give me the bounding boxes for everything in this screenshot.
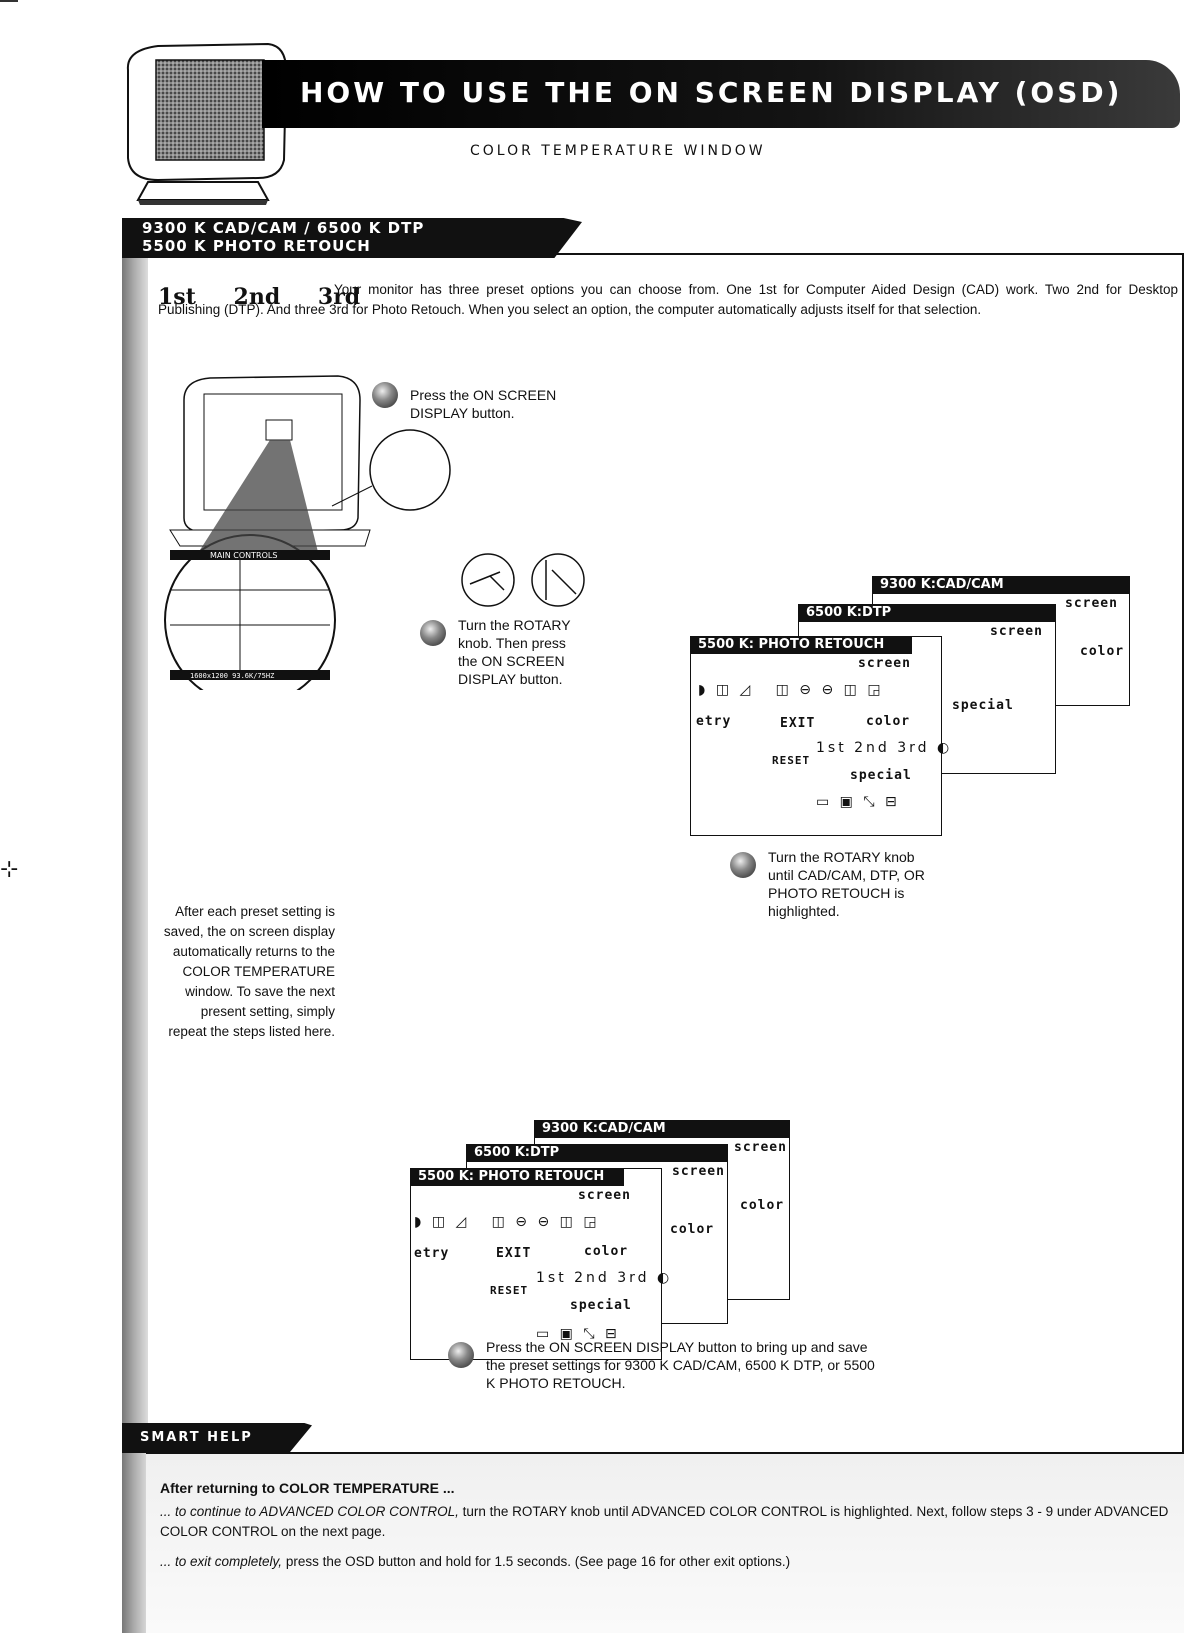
osd-color-icons: 1st 2nd 3rd ◐ bbox=[816, 740, 953, 756]
osd-label-special: special bbox=[952, 698, 1014, 713]
step-1-text: Press the ON SCREEN DISPLAY button. bbox=[410, 387, 557, 421]
section-tab bbox=[122, 218, 582, 258]
osd-label-special: special bbox=[850, 768, 912, 783]
osd-label-screen: screen bbox=[858, 656, 911, 671]
osd-window-5500 bbox=[410, 1168, 662, 1360]
step-3-text: Turn the ROTARY knob until CAD/CAM, DTP,… bbox=[768, 849, 925, 919]
osd-label-geometry: etry bbox=[414, 1246, 450, 1261]
osd-label-screen: screen bbox=[1065, 596, 1118, 611]
smart-help-box bbox=[146, 1452, 1184, 1633]
rotary-knob-icon bbox=[461, 553, 585, 607]
osd-label-special: special bbox=[570, 1298, 632, 1313]
smart-help-heading: After returning to COLOR TEMPERATURE ... bbox=[160, 1480, 455, 1496]
resolution-label: 1600x1200 93.6K/75HZ bbox=[190, 672, 274, 680]
osd-label-screen: screen bbox=[734, 1140, 787, 1155]
osd-label-color: color bbox=[740, 1198, 785, 1213]
osd-screen-icons: ◗ ◫ ◿ ◫ ⊖ ⊖ ◫ ◲ bbox=[414, 1214, 600, 1230]
preset-glyphs: 1st 2nd 3rd bbox=[158, 284, 390, 310]
osd-title-9300: 9300 K:CAD/CAM bbox=[872, 576, 1130, 594]
osd-label-screen: screen bbox=[672, 1164, 725, 1179]
osd-special-icons: ▭ ▣ ⤡ ⊟ bbox=[536, 1326, 620, 1342]
page-title: HOW TO USE THE ON SCREEN DISPLAY (OSD) bbox=[300, 76, 1123, 109]
smart-help-line-1: ... to continue to ADVANCED COLOR CONTRO… bbox=[160, 1504, 1169, 1539]
step-2-icon bbox=[420, 620, 446, 646]
osd-label-color: color bbox=[670, 1222, 715, 1237]
preset-1-icon: 1st bbox=[158, 284, 196, 310]
monitor-illustration bbox=[126, 42, 288, 205]
preset-2-icon: 2nd bbox=[233, 284, 281, 310]
osd-title-5500: 5500 K: PHOTO RETOUCH bbox=[410, 1168, 624, 1186]
page-subtitle: COLOR TEMPERATURE WINDOW bbox=[470, 143, 766, 159]
osd-label-screen: screen bbox=[578, 1188, 631, 1203]
osd-label-color: color bbox=[866, 714, 911, 729]
osd-window-5500 bbox=[690, 636, 942, 836]
section-title: 9300 K CAD/CAM / 6500 K DTP 5500 K PHOTO… bbox=[142, 219, 425, 255]
smart-help-tab bbox=[122, 1423, 312, 1453]
step-2-text: Turn the ROTARY knob. Then press the ON … bbox=[458, 617, 571, 687]
smart-help-title: SMART HELP bbox=[140, 1430, 253, 1445]
osd-label-color: color bbox=[584, 1244, 629, 1259]
osd-exit-label: EXIT bbox=[496, 1246, 532, 1261]
osd-window-stack-2: 9300 K:CAD/CAM screen 6500 K:DTP screen … bbox=[410, 1120, 790, 1360]
osd-title-9300: 9300 K:CAD/CAM bbox=[534, 1120, 790, 1138]
osd-exit-label: EXIT bbox=[780, 716, 816, 731]
smart-help-line-2: ... to exit completely, press the OSD bu… bbox=[160, 1554, 791, 1569]
registration-mark: ⊹ bbox=[0, 856, 19, 881]
osd-window-stack-1: 9300 K:CAD/CAM screen 6500 K:DTP screen … bbox=[690, 576, 1140, 836]
step-1-icon bbox=[372, 382, 398, 408]
monitor-step-illustration: MAIN CONTROLS 1600x1200 93.6K/75HZ bbox=[164, 375, 451, 690]
step-4-text: Press the ON SCREEN DISPLAY button to br… bbox=[486, 1339, 875, 1391]
osd-label-geometry: etry bbox=[696, 714, 732, 729]
osd-screen-icons: ◗ ◫ ◿ ◫ ⊖ ⊖ ◫ ◲ bbox=[698, 682, 884, 698]
step-4-icon bbox=[448, 1342, 474, 1368]
osd-title-6500: 6500 K:DTP bbox=[798, 604, 1056, 622]
crop-mark bbox=[0, 0, 18, 2]
osd-color-icons: 1st 2nd 3rd ◐ bbox=[536, 1270, 673, 1286]
osd-label-screen: screen bbox=[990, 624, 1043, 639]
header-banner bbox=[262, 60, 1180, 128]
osd-label-color: color bbox=[1080, 644, 1125, 659]
osd-special-icons: ▭ ▣ ⤡ ⊟ bbox=[816, 794, 900, 810]
osd-reset-label: RESET bbox=[490, 1284, 529, 1297]
osd-title-5500: 5500 K: PHOTO RETOUCH bbox=[690, 636, 912, 654]
side-strip bbox=[122, 218, 148, 1633]
osd-title-6500: 6500 K:DTP bbox=[466, 1144, 728, 1162]
step-3-icon bbox=[730, 852, 756, 878]
osd-reset-label: RESET bbox=[772, 754, 811, 767]
main-controls-label: MAIN CONTROLS bbox=[210, 551, 277, 560]
preset-3-icon: 3rd bbox=[317, 284, 361, 310]
preset-save-note: After each preset setting is saved, the … bbox=[163, 904, 335, 1039]
intro-text: Your monitor has three preset options yo… bbox=[158, 282, 1178, 317]
